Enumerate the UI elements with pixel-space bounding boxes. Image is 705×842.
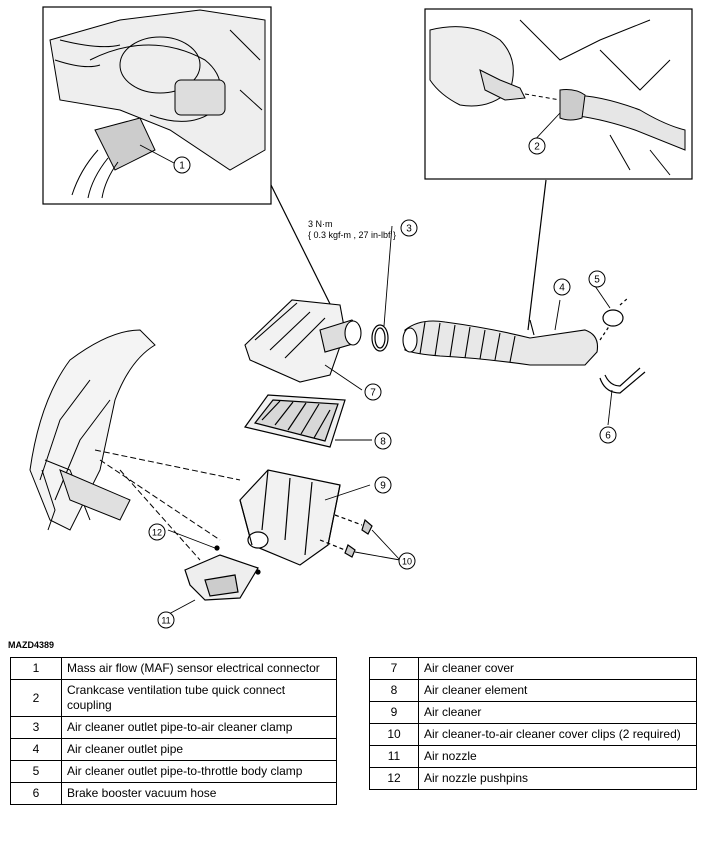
- legend-number: 3: [10, 716, 62, 739]
- legend-description: Air cleaner: [418, 701, 697, 724]
- legend-description: Air cleaner outlet pipe: [61, 738, 337, 761]
- legend-number: 11: [369, 745, 419, 768]
- legend-number: 6: [10, 782, 62, 805]
- callout-label: 7: [370, 388, 376, 399]
- vacuum-hose: [599, 367, 646, 394]
- callout-circle: [148, 523, 166, 541]
- legend-description: Air nozzle pushpins: [418, 767, 697, 790]
- callout-circle: [374, 476, 392, 494]
- callout-label: 9: [380, 481, 386, 492]
- callout-label: 8: [380, 437, 386, 448]
- callout-label: 10: [402, 557, 412, 567]
- callout-circle: [157, 611, 175, 629]
- torque-value: 3 N·m: [308, 219, 333, 229]
- legend-number: 2: [10, 679, 62, 717]
- callout-circle: [173, 156, 191, 174]
- callout-circle: [528, 137, 546, 155]
- callout-10: 10: [398, 552, 416, 570]
- callout-label: 3: [406, 224, 412, 235]
- crankcase-coupling-drawing: [429, 19, 686, 176]
- callout-1: 1: [173, 156, 191, 174]
- figure-id: MAZD4389: [8, 640, 55, 650]
- callout-8: 8: [374, 432, 392, 450]
- legend-description: Brake booster vacuum hose: [61, 782, 337, 805]
- torque-value-alt: { 0.3 kgf-m , 27 in-lbf }: [308, 230, 397, 240]
- callout-label: 5: [594, 275, 600, 286]
- legend-description: Mass air flow (MAF) sensor electrical co…: [61, 657, 337, 680]
- callout-12: 12: [148, 523, 166, 541]
- callout-label: 4: [559, 283, 565, 294]
- callout-9: 9: [374, 476, 392, 494]
- air-cleaner-element: [243, 394, 346, 448]
- callout-5: 5: [588, 270, 606, 288]
- callout-circle: [364, 383, 382, 401]
- clips: [319, 514, 373, 558]
- callout-circle: [588, 270, 606, 288]
- legend-description: Air cleaner outlet pipe-to-air cleaner c…: [61, 716, 337, 739]
- legend-description: Air nozzle: [418, 745, 697, 768]
- legend-description: Air cleaner outlet pipe-to-throttle body…: [61, 760, 337, 783]
- callout-circle: [400, 219, 418, 237]
- air-cleaner-box: [239, 469, 341, 566]
- callout-7: 7: [364, 383, 382, 401]
- callout-3: 3: [400, 219, 418, 237]
- legend-number: 12: [369, 767, 419, 790]
- legend-number: 9: [369, 701, 419, 724]
- maf-sensor-drawing: [49, 9, 266, 199]
- air-nozzle: [184, 545, 261, 601]
- callout-6: 6: [599, 426, 617, 444]
- callout-label: 6: [605, 431, 611, 442]
- vehicle-body: [29, 329, 241, 561]
- legend-description: Air cleaner cover: [418, 657, 697, 680]
- legend-number: 8: [369, 679, 419, 702]
- legend-description: Air cleaner element: [418, 679, 697, 702]
- callout-circle: [599, 426, 617, 444]
- callout-label: 11: [161, 616, 170, 626]
- clamp-5: [602, 309, 624, 327]
- legend-number: 4: [10, 738, 62, 761]
- torque-spec: 3 N·m { 0.3 kgf-m , 27 in-lbf }: [308, 219, 396, 241]
- callout-circle: [398, 552, 416, 570]
- callout-label: 2: [534, 142, 540, 153]
- legend-number: 10: [369, 723, 419, 746]
- legend-description: Air cleaner-to-air cleaner cover clips (…: [418, 723, 697, 746]
- callout-label: 1: [179, 161, 185, 172]
- callout-2: 2: [528, 137, 546, 155]
- callout-11: 11: [157, 611, 175, 629]
- callout-label: 12: [152, 528, 162, 538]
- legend-number: 5: [10, 760, 62, 783]
- callout-circle: [374, 432, 392, 450]
- clamp-3: [371, 324, 389, 352]
- air-cleaner-cover: [244, 299, 362, 383]
- legend-number: 7: [369, 657, 419, 680]
- outlet-pipe: [402, 319, 599, 366]
- legend-number: 1: [10, 657, 62, 680]
- callout-circle: [553, 278, 571, 296]
- callout-4: 4: [553, 278, 571, 296]
- legend-description: Crankcase ventilation tube quick connect…: [61, 679, 337, 717]
